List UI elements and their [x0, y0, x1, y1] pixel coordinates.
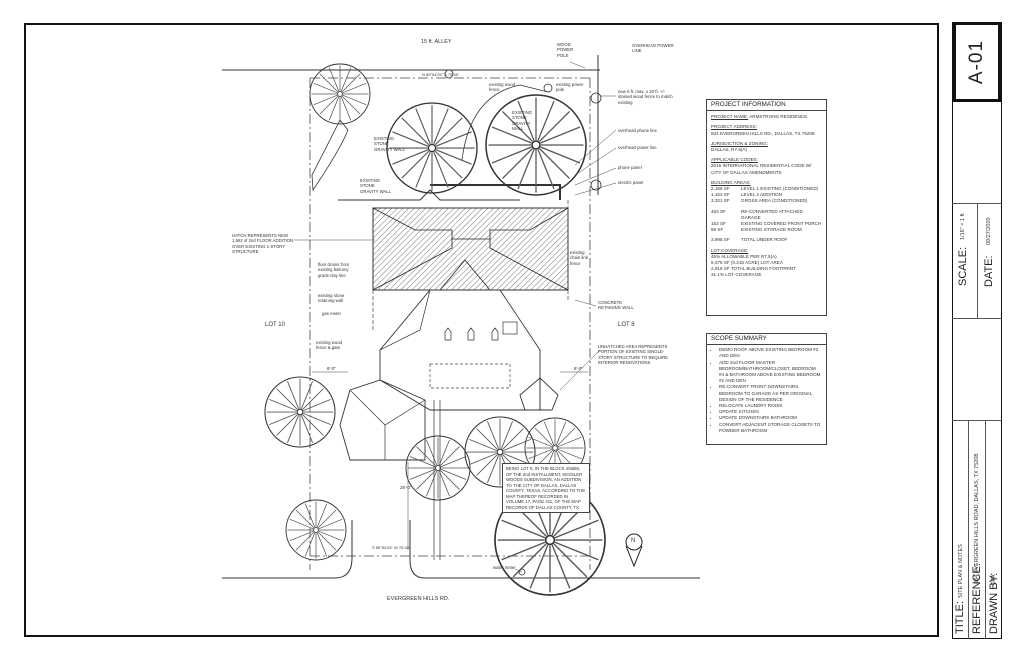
- scope-item: UPDATE KITCHEN: [719, 409, 822, 415]
- road-label: EVERGREEN HILLS RD.: [387, 596, 450, 602]
- sheet-number-box: A-01: [953, 22, 1001, 102]
- note-existing-wood-fence: existing wood fence: [489, 82, 516, 93]
- area-desc: LEVEL 2 ADDITION: [741, 192, 782, 198]
- divider: [977, 203, 978, 318]
- dim-right: 8'-0": [574, 366, 583, 371]
- note-stone-wall-1: EXISTING STONE GRAVITY WALL: [374, 136, 406, 152]
- scale-value: 1/16" = 1 ft: [960, 213, 966, 240]
- note-phone-panel: phone panel: [618, 165, 642, 170]
- area-desc: EXISTING COVERED FRONT PORCH: [741, 221, 822, 227]
- note-water-meter: water meter: [493, 565, 516, 570]
- scope-item: RELOCATE LAUNDRY ROOM: [719, 403, 822, 409]
- date-value: 09/27/2020: [986, 217, 992, 245]
- area-value: 152 SF: [711, 221, 726, 227]
- zoning-label: JURISDICTION & ZONING:: [711, 140, 768, 146]
- north-label: N: [631, 538, 636, 544]
- divider: [952, 420, 1002, 421]
- area-value: 59 SF: [711, 227, 724, 233]
- note-wood-power-pole: WOOD POWER POLE: [557, 42, 574, 58]
- note-electric-panel: electric panel: [618, 180, 644, 185]
- legal-description: BEING LOT 9, IN THE BLOCK 4/5658, OF THE…: [502, 463, 590, 513]
- coverage-label: LOT COVERAGE:: [711, 247, 749, 253]
- area-value: 2,168 SF: [711, 186, 730, 192]
- coverage-line: 9,375 SF (0.215 ACRE) LOT AREA: [711, 260, 783, 266]
- note-gas-meter: gas meter: [322, 311, 342, 316]
- scope-item: ADD 2nd FLOOR MASTER BEDROOM/BATHROOM/CL…: [719, 360, 822, 385]
- dim-front: 28'-0": [400, 485, 412, 490]
- project-name-value: ARMSTRONG RESIDENCE: [749, 114, 808, 120]
- scope-item: UPDATE DOWNSTAIRS BATHROOM: [719, 415, 822, 421]
- title-label: TITLE:: [954, 600, 966, 634]
- zoning-value: DALLAS, R7.5(A): [711, 147, 747, 153]
- note-concrete-wall: CONCRETE RETAINING WALL: [598, 300, 634, 311]
- divider: [985, 420, 986, 639]
- divider: [968, 420, 969, 639]
- note-floor-drain: floor drains from existing balcony grade…: [318, 262, 350, 278]
- area-value: 463 SF: [711, 208, 726, 214]
- areas-label: BUILDING AREAS:: [711, 179, 751, 185]
- coverage-line: 45% ALLOWABLE PER R7.5(A): [711, 253, 777, 259]
- lot-8-label: LOT 8: [618, 322, 635, 328]
- scope-summary-panel: SCOPE SUMMARY DEMO ROOF ABOVE EXISTING B…: [706, 333, 827, 445]
- dim-top: N 89°54'25" E 75.00': [422, 72, 459, 77]
- reference-value: 834 EVERGREEN HILLS ROAD, DALLAS, TX 752…: [974, 453, 980, 584]
- note-hatch: HATCH REPRESENTS NEW 1,562 sf 2nd FLOOR …: [232, 233, 294, 255]
- lot-10-label: LOT 10: [265, 322, 285, 328]
- note-overhead-power-line: overhead power line: [618, 145, 657, 150]
- project-address-label: PROJECT ADDRESS:: [711, 124, 757, 130]
- total-area-value: 3,995 SF: [711, 237, 730, 243]
- codes-label: APPLICABLE CODES:: [711, 157, 758, 163]
- project-info-heading: PROJECT INFORMATION: [707, 100, 826, 112]
- note-stone-wall-2: EXISTING STONE GRAVITY WALL: [512, 110, 533, 132]
- note-stone-wall-3: EXISTING STONE GRAVITY WALL: [360, 178, 392, 194]
- note-overhead-power: OVERHEAD POWER LINE: [632, 43, 674, 54]
- area-desc: EXISTING STORAGE ROOM: [741, 227, 802, 233]
- area-value: 3,321 SF: [711, 198, 730, 204]
- note-chain-link: existing chain link fence: [570, 250, 588, 266]
- total-area-desc: TOTAL UNDER ROOF: [741, 237, 788, 243]
- project-info-panel: PROJECT INFORMATION PROJECT NAME: ARMSTR…: [706, 99, 827, 316]
- scale-label: SCALE:: [957, 246, 969, 286]
- north-arrow-icon: [625, 533, 643, 568]
- sheet-number: A-01: [966, 39, 988, 85]
- note-retaining: existing stone retaining wall: [318, 293, 345, 304]
- scope-item: DEMO ROOF ABOVE EXISTING BEDROOM #2 AND …: [719, 347, 822, 359]
- note-wood-fence-gate: existing wood fence & gate: [316, 340, 343, 351]
- divider: [952, 318, 1002, 319]
- scope-heading: SCOPE SUMMARY: [707, 334, 826, 346]
- note-unhatched: UNHATCHED AREA REPRESENTS PORTION OF EXI…: [598, 344, 669, 366]
- project-name-label: PROJECT NAME:: [711, 114, 749, 120]
- coverage-line: 2,918 SF TOTAL BUILDING FOOTPRINT: [711, 266, 796, 272]
- note-new-fence: new 6 ft. max. x 20 ft. +/- stained wood…: [618, 89, 673, 105]
- area-desc: RE-CONVERTED ATTACHED GARAGE: [741, 208, 803, 220]
- area-desc: GROSS AREA (CONDITIONED): [741, 198, 808, 204]
- note-existing-power-pole: existing power pole: [556, 82, 584, 93]
- area-value: 1,152 SF: [711, 192, 730, 198]
- dim-left: 8'-0": [327, 366, 336, 371]
- date-label: DATE:: [983, 255, 995, 287]
- scope-item: CONVERT ADJACENT STORAGE CLOSETS TO POWD…: [719, 422, 822, 434]
- area-desc: LEVEL 1 EXISTING (CONDITIONED): [741, 186, 819, 192]
- alley-label: 15 ft. ALLEY: [421, 39, 452, 45]
- title-value: SITE PLAN & NOTES: [958, 544, 964, 598]
- note-overhead-phone: overhead phone line: [618, 128, 657, 133]
- scope-item: RE-CONVERT FRONT DOWNSTAIRS BEDROOM TO G…: [719, 384, 822, 403]
- drawing-frame: [24, 23, 939, 637]
- coverage-line: 31.1% LOT COVERAGE: [711, 272, 762, 278]
- dim-bottom: S 89°54'25" W 75.00': [372, 545, 410, 550]
- drawn-by-value: SPA: [991, 574, 997, 585]
- codes-value: 2015 INTERNATIONAL RESIDENTIAL CODE W/ C…: [711, 163, 812, 175]
- project-address-value: 834 EVERGREEN HILLS RD., DALLAS, TX 7520…: [711, 130, 815, 136]
